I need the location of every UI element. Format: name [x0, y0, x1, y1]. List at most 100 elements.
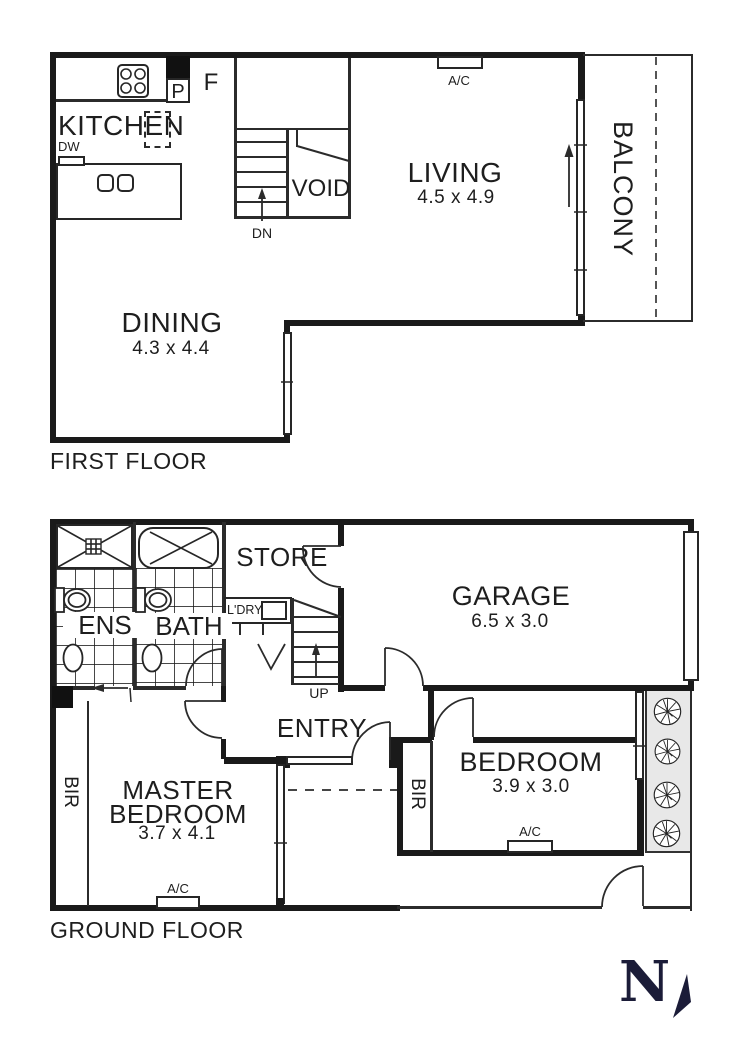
master-bedroom-window — [276, 764, 285, 904]
garden-strip — [645, 691, 692, 853]
ff-stair-top-line — [236, 128, 349, 130]
bedroom-label: BEDROOM — [459, 747, 603, 777]
balcony-bottom-line — [583, 320, 693, 322]
kitchen-label: KITCHEN — [58, 110, 185, 141]
ff-stair-divider — [286, 128, 289, 217]
kitchen-duct-block — [166, 56, 190, 78]
ff-stair-left-wall — [234, 58, 237, 219]
ff-stair-bottom-wall — [234, 216, 351, 219]
garage-left-wall-upper — [338, 519, 344, 546]
dishwasher-box — [58, 156, 85, 166]
ff-stair-notch — [296, 128, 298, 147]
living-door-arrowhead-icon — [564, 144, 574, 157]
kitchen-dashed-cabinet — [144, 111, 171, 148]
path-bottom-line-right — [643, 906, 692, 909]
bedroom-door-arc — [433, 697, 474, 738]
sink-icon — [97, 174, 114, 192]
gf-stair-break-line — [293, 599, 342, 618]
ff-stair-break-line — [296, 145, 350, 162]
dining-dims: 4.3 x 4.4 — [132, 338, 210, 359]
master-door-arc — [184, 700, 223, 739]
cooktop-icon — [117, 64, 149, 98]
laundry-tick — [262, 624, 264, 635]
sink-icon — [117, 174, 134, 192]
bedroom-top-wall-right — [473, 737, 637, 743]
master-bedroom-dims: 3.7 x 4.1 — [138, 823, 216, 844]
garage-dims: 6.5 x 3.0 — [471, 611, 549, 632]
ff-dining-right-wall-lower — [284, 430, 290, 443]
ff-stair-treads — [237, 141, 287, 211]
pantry-label: P — [171, 81, 185, 103]
garage-door-arc — [384, 647, 424, 687]
hall-west-wall — [221, 739, 226, 759]
living-dims: 4.5 x 4.9 — [417, 187, 495, 208]
ens-slider-track — [129, 687, 132, 703]
gate-door-arc — [601, 865, 644, 908]
gf-black-column — [52, 686, 73, 708]
balcony-right-line — [691, 54, 693, 322]
bedroom-bottom-wall — [397, 850, 644, 856]
garage-bottom-wall-right — [423, 685, 694, 691]
living-label: LIVING — [407, 157, 503, 188]
north-needle-icon — [673, 974, 691, 1018]
washing-machine-icon — [261, 601, 287, 620]
ff-top-wall — [50, 52, 585, 58]
site-right-line — [690, 691, 692, 911]
ac-unit-master — [156, 896, 200, 909]
ac-label-bedroom: A/C — [519, 824, 541, 839]
gf-stair-treads — [294, 616, 339, 680]
dining-label: DINING — [121, 307, 223, 338]
gf-top-wall — [50, 519, 694, 525]
dining-window — [283, 332, 292, 435]
ff-left-wall — [50, 52, 56, 443]
ac-label-master: A/C — [167, 881, 189, 896]
bedroom-top-wall-left — [389, 737, 432, 743]
gf-left-wall — [50, 519, 56, 911]
shower-icon — [56, 524, 133, 569]
garage-label: GARAGE — [451, 581, 571, 611]
ff-living-right-wall-upper — [578, 52, 585, 102]
bir-bedroom-label: BIR — [407, 778, 428, 810]
stairs-dn-label: DN — [251, 225, 273, 241]
living-balcony-sliding-window — [576, 99, 585, 316]
pantry-box — [166, 78, 190, 103]
hall-wall-jamb — [221, 686, 226, 702]
garage-left-wall-lower — [338, 588, 344, 692]
ff-living-bottom-wall — [284, 320, 585, 326]
garage-roller-door — [683, 531, 699, 681]
path-bottom-line-left — [397, 906, 602, 909]
bath-label: BATH — [146, 613, 232, 639]
bedroom-west-wall — [397, 737, 403, 856]
entry-window — [286, 756, 353, 765]
ens-bath-divider-wall — [133, 522, 136, 688]
ac-unit-bedroom — [507, 840, 553, 853]
bir-master-label: BIR — [60, 776, 81, 808]
ff-living-right-wall-lower — [578, 311, 585, 326]
ff-dining-right-wall-upper — [284, 320, 290, 334]
bath-block-bottom-wall-a — [56, 686, 95, 690]
ff-stair-right-wall — [348, 58, 351, 219]
cupboard-bifold-door — [257, 643, 286, 671]
bath-block-bottom-wall-b — [133, 686, 186, 690]
garage-bottom-wall-left — [338, 685, 385, 691]
gf-stair-bottom-line — [291, 683, 339, 685]
entry-label: ENTRY — [276, 713, 368, 743]
balcony-top-line — [583, 54, 693, 56]
kitchen-counter-edge — [56, 99, 167, 102]
fridge-label: F — [203, 69, 219, 96]
ground-floor-title: GROUND FLOOR — [50, 917, 244, 943]
gf-bottom-wall — [50, 905, 400, 911]
bedroom-bir-line — [430, 741, 433, 852]
gf-stair-west-wall — [291, 598, 294, 685]
laundry-tick — [239, 624, 241, 635]
master-bir-line — [87, 701, 89, 906]
dishwasher-label: DW — [58, 139, 80, 154]
balcony-label: BALCONY — [608, 120, 638, 258]
stairs-up-label: UP — [302, 686, 336, 700]
bedroom-dims: 3.9 x 3.0 — [492, 776, 570, 797]
master-bedroom-label-2: BEDROOM — [109, 799, 247, 829]
ac-label-living: A/C — [448, 73, 470, 88]
hall-east-jamb — [428, 690, 434, 740]
entry-south-wall — [224, 757, 288, 764]
